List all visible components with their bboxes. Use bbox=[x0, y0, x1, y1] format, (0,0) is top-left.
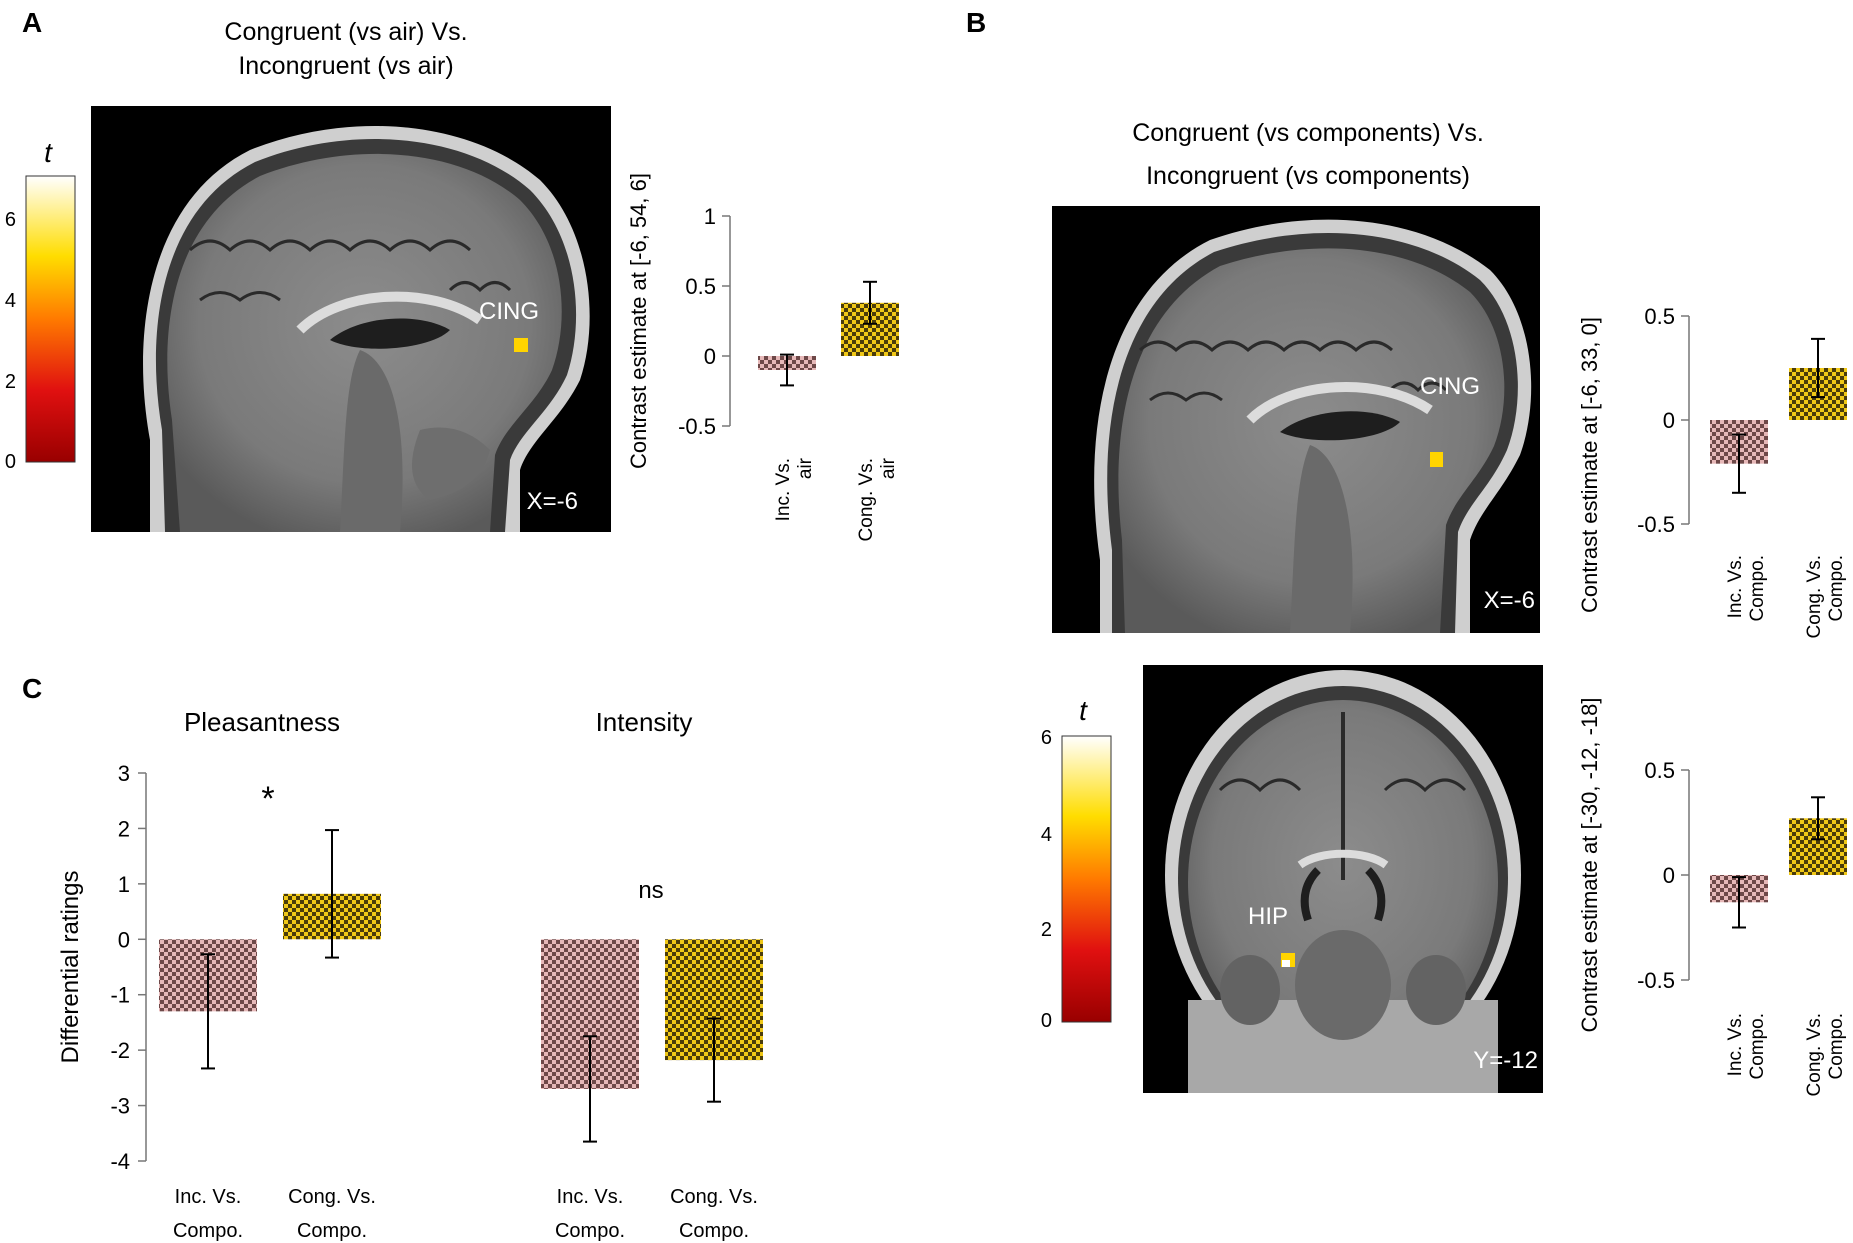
panel-b-title-line1: Congruent (vs components) Vs. bbox=[1132, 119, 1484, 147]
slice-coord-label-b-bottom: Y=-12 bbox=[1473, 1047, 1538, 1074]
panel-a-title-line1: Congruent (vs air) Vs. bbox=[224, 18, 467, 46]
y-axis-title: Contrast estimate at [-30, -12, -18] bbox=[1577, 697, 1602, 1032]
y-tick-label: -0.5 bbox=[678, 414, 716, 439]
chart-a: -0.5 0 0.5 1 Contrast estimate at [-6, 54, 6… bbox=[626, 173, 899, 541]
colorbar-b-tick: 4 bbox=[1041, 824, 1052, 846]
colorbar-a-title: t bbox=[44, 137, 53, 168]
y-axis-title: Contrast estimate at [-6, 33, 0] bbox=[1577, 317, 1602, 613]
panel-label-b: B bbox=[966, 7, 986, 38]
panel-a-title-line2: Incongruent (vs air) bbox=[238, 52, 453, 80]
x-tick-label: Compo. bbox=[297, 1220, 367, 1242]
brain-slice-b-top: CING X=-6 bbox=[1052, 206, 1540, 634]
x-tick-label: Compo. bbox=[679, 1220, 749, 1242]
panel-label-a: A bbox=[22, 7, 42, 38]
x-tick-label-line: air bbox=[878, 457, 899, 479]
x-tick-label: Cong. Vs. bbox=[288, 1186, 376, 1208]
y-tick-label: 0.5 bbox=[1644, 758, 1675, 783]
x-tick-label-line: Compo. bbox=[1826, 1013, 1847, 1080]
panel-label-c: C bbox=[22, 673, 42, 704]
y-tick-label: 3 bbox=[118, 761, 130, 786]
significance-annotation: * bbox=[261, 780, 274, 818]
region-label-cing-b: CING bbox=[1420, 373, 1480, 400]
x-tick-label: Compo. bbox=[173, 1220, 243, 1242]
colorbar-b-scale bbox=[1061, 735, 1112, 1023]
x-tick-label: Cong. Vs.air bbox=[856, 457, 899, 541]
colorbar-a-tick: 4 bbox=[5, 290, 16, 312]
x-tick-label-line: air bbox=[795, 457, 816, 479]
x-tick-label: Cong. Vs.Compo. bbox=[1804, 1013, 1847, 1096]
x-tick-label-line: Cong. Vs. bbox=[856, 458, 877, 541]
y-tick-label: 0.5 bbox=[685, 274, 716, 299]
y-tick-label: -1 bbox=[110, 983, 130, 1008]
y-tick-label: 0 bbox=[118, 927, 130, 952]
y-axis-title: Differential ratings bbox=[57, 871, 84, 1064]
x-tick-label-line: Inc. Vs. bbox=[1725, 555, 1746, 618]
colorbar-b-tick: 0 bbox=[1041, 1010, 1052, 1032]
colorbar-b: t 0 2 4 6 bbox=[1041, 695, 1112, 1032]
colorbar-a-tick: 6 bbox=[5, 209, 16, 231]
colorbar-a-tick: 0 bbox=[5, 451, 16, 473]
y-tick-label: -0.5 bbox=[1637, 968, 1675, 993]
panel-b-title-line2: Incongruent (vs components) bbox=[1146, 162, 1470, 190]
y-tick-label: 1 bbox=[704, 204, 716, 229]
y-tick-label: -3 bbox=[110, 1094, 130, 1119]
x-tick-label: Inc. Vs. bbox=[175, 1186, 242, 1208]
x-tick-label: Inc. Vs.Compo. bbox=[1725, 555, 1768, 622]
y-tick-label: 0 bbox=[1663, 408, 1675, 433]
hotspot-cing-b bbox=[1430, 452, 1443, 467]
colorbar-b-tick: 2 bbox=[1041, 919, 1052, 941]
y-tick-label: 1 bbox=[118, 872, 130, 897]
y-tick-label: -2 bbox=[110, 1038, 130, 1063]
colorbar-a-scale bbox=[25, 175, 76, 463]
x-tick-label: Cong. Vs. bbox=[670, 1186, 758, 1208]
region-label-cing-a: CING bbox=[479, 298, 539, 325]
brain-slice-b-bottom: HIP Y=-12 bbox=[1143, 665, 1543, 1093]
x-tick-label: Inc. Vs.Compo. bbox=[1725, 1013, 1768, 1080]
x-tick-label-line: Cong. Vs. bbox=[1804, 555, 1825, 638]
brain-slice-a: CING X=-6 bbox=[91, 106, 611, 533]
colorbar-b-title: t bbox=[1079, 695, 1088, 726]
x-tick-label: Compo. bbox=[555, 1220, 625, 1242]
colorbar-a: t 0 2 4 6 bbox=[5, 137, 76, 473]
y-tick-label: -0.5 bbox=[1637, 512, 1675, 537]
x-tick-label-line: Compo. bbox=[1747, 555, 1768, 622]
x-tick-label-line: Inc. Vs. bbox=[773, 458, 794, 521]
y-tick-label: 0 bbox=[704, 344, 716, 369]
x-tick-label-line: Cong. Vs. bbox=[1804, 1013, 1825, 1096]
region-label-hip-b: HIP bbox=[1248, 903, 1288, 930]
y-axis-title: Contrast estimate at [-6, 54, 6] bbox=[626, 173, 651, 469]
hotspot-hip-b-core bbox=[1282, 960, 1290, 967]
slice-coord-label-a: X=-6 bbox=[527, 488, 578, 515]
group-title: Intensity bbox=[596, 707, 693, 737]
slice-coord-label-b-top: X=-6 bbox=[1484, 587, 1535, 614]
y-tick-label: 0 bbox=[1663, 863, 1675, 888]
colorbar-b-tick: 6 bbox=[1041, 727, 1052, 749]
y-tick-label: 0.5 bbox=[1644, 304, 1675, 329]
colorbar-a-tick: 2 bbox=[5, 371, 16, 393]
x-tick-label-line: Inc. Vs. bbox=[1725, 1013, 1746, 1076]
chart-b-bottom: -0.5 0 0.5 Contrast estimate at [-30, -12, … bbox=[1577, 697, 1847, 1096]
x-tick-label: Inc. Vs.air bbox=[773, 457, 816, 521]
x-tick-label-line: Compo. bbox=[1747, 1013, 1768, 1080]
y-tick-label: -4 bbox=[110, 1149, 130, 1174]
x-tick-label: Cong. Vs.Compo. bbox=[1804, 555, 1847, 638]
significance-annotation: ns bbox=[638, 877, 663, 904]
x-tick-label: Inc. Vs. bbox=[557, 1186, 624, 1208]
hotspot-cing-a bbox=[514, 338, 528, 352]
group-title: Pleasantness bbox=[184, 707, 340, 737]
x-tick-label-line: Compo. bbox=[1826, 555, 1847, 622]
y-tick-label: 2 bbox=[118, 816, 130, 841]
